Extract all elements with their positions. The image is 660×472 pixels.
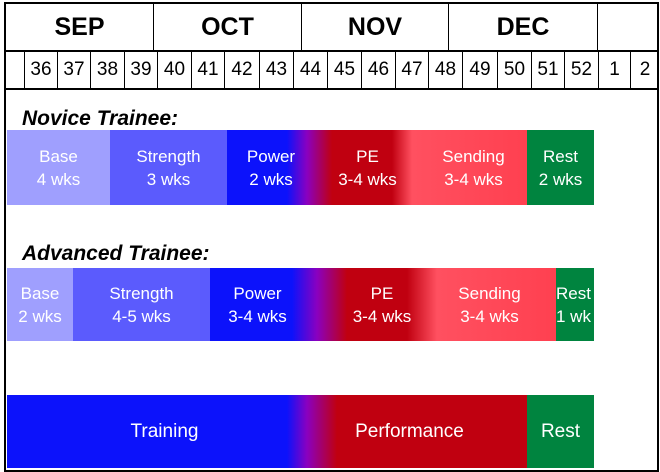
phase-name: Base (39, 146, 78, 166)
frame (4, 2, 659, 472)
phase-duration: 4 wks (36, 169, 81, 189)
phase-name: PE (356, 146, 379, 166)
week-blank (4, 52, 24, 88)
phase-name: Power (246, 146, 296, 166)
week-49: 49 (462, 52, 497, 88)
divider (4, 50, 659, 52)
month-jan (598, 4, 658, 50)
phase-duration: 1 wk (556, 306, 591, 326)
week-1: 1 (598, 52, 630, 88)
phase-name: Rest (543, 146, 578, 166)
week-47: 47 (395, 52, 428, 88)
summary-bar: Training Performance Rest (7, 395, 594, 468)
summary-training: Training (130, 421, 199, 442)
phase-name: Base (20, 283, 60, 303)
phase-duration: 2 wks (249, 169, 293, 189)
phase-duration: 3-4 wks (228, 306, 287, 326)
phase-name: Strength (109, 283, 174, 303)
week-44: 44 (293, 52, 327, 88)
phase-name: Power (233, 283, 282, 303)
week-46: 46 (361, 52, 395, 88)
advanced-bar: Base 2 wks Strength 4-5 wks Power 3-4 wks P… (7, 268, 594, 341)
phase-duration: 3 wks (146, 169, 191, 189)
week-42: 42 (224, 52, 259, 88)
phase-duration: 2 wks (18, 306, 62, 326)
phase-name: Rest (556, 283, 591, 303)
phase-duration: 4-5 wks (112, 306, 171, 326)
month-nov: NOV (302, 4, 449, 50)
week-39: 39 (124, 52, 157, 88)
phase-duration: 3-4 wks (338, 169, 397, 189)
week-51: 51 (531, 52, 564, 88)
week-36: 36 (24, 52, 57, 88)
week-41: 41 (191, 52, 224, 88)
advanced-title: Advanced Trainee: (22, 242, 210, 265)
week-38: 38 (90, 52, 124, 88)
week-43: 43 (259, 52, 293, 88)
month-sep: SEP (6, 4, 154, 50)
week-50: 50 (497, 52, 531, 88)
week-48: 48 (428, 52, 462, 88)
phase-name: Sending (442, 146, 505, 166)
month-dec: DEC (449, 4, 598, 50)
novice-bar: Base 4 wks Strength 3 wks Power 2 wks PE 3-4… (7, 130, 594, 205)
phase-duration: 3-4 wks (460, 306, 519, 326)
week-2: 2 (630, 52, 659, 88)
phase-duration: 3-4 wks (352, 306, 412, 326)
phase-duration: 2 wks (538, 169, 583, 189)
phase-name: Sending (458, 283, 521, 303)
divider (4, 88, 659, 90)
novice-title: Novice Trainee: (22, 107, 179, 130)
week-37: 37 (57, 52, 90, 88)
month-oct: OCT (154, 4, 302, 50)
summary-performance: Performance (355, 421, 464, 442)
week-40: 40 (157, 52, 191, 88)
week-52: 52 (564, 52, 598, 88)
week-45: 45 (327, 52, 361, 88)
phase-name: PE (370, 283, 394, 303)
phase-name: Strength (136, 146, 201, 166)
phase-duration: 3-4 wks (444, 169, 503, 189)
summary-rest: Rest (540, 421, 581, 442)
